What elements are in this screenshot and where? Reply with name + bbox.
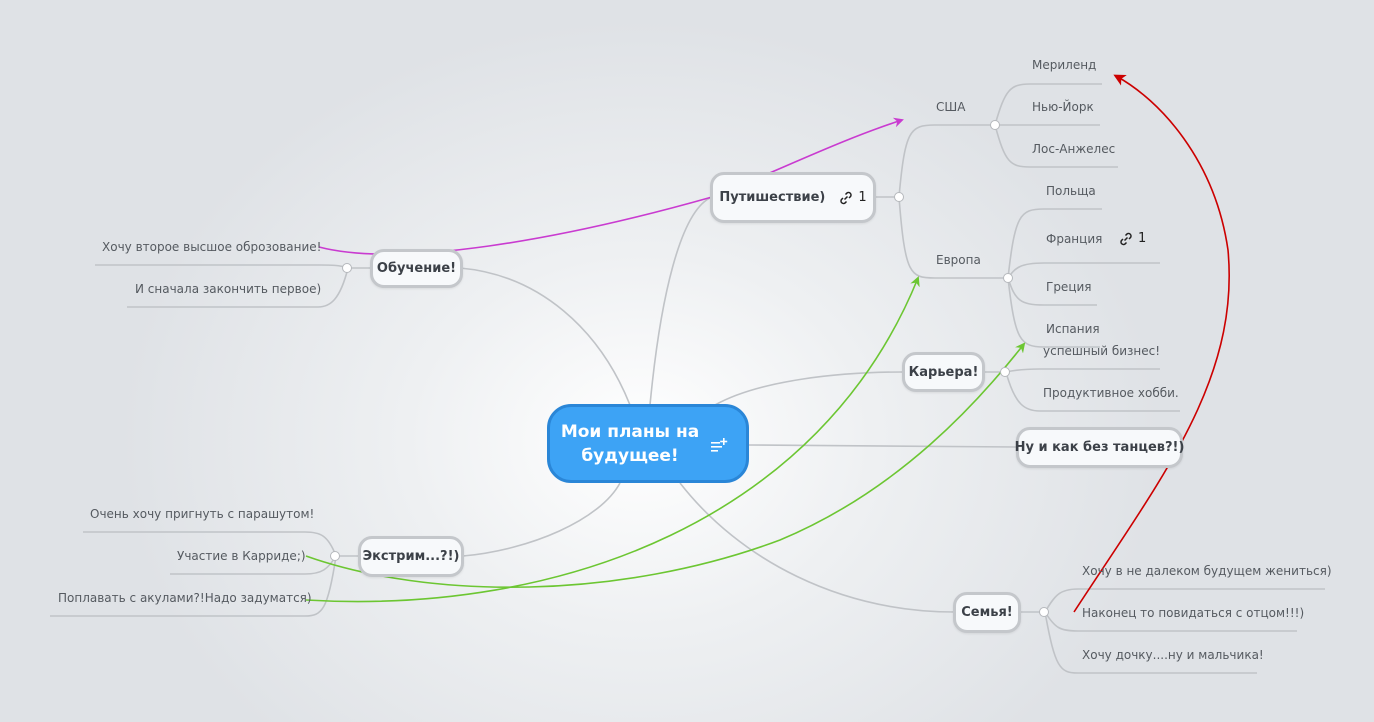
connector-root-travel	[649, 196, 713, 406]
france-link-badge[interactable]: 1	[1119, 231, 1146, 246]
branch-bubble-europe[interactable]	[1003, 273, 1013, 283]
branch-bubble-extreme[interactable]	[330, 551, 340, 561]
family-item-marry[interactable]: Хочу в не далеком будущем жениться)	[1082, 564, 1332, 578]
connector-root-family	[679, 482, 956, 613]
career-item-hobby[interactable]: Продуктивное хобби.	[1043, 386, 1179, 400]
link-icon	[1120, 232, 1132, 245]
europe-item-greece[interactable]: Греция	[1046, 280, 1092, 294]
family-item-children[interactable]: Хочу дочку....ну и мальчика!	[1082, 648, 1264, 662]
topic-extreme[interactable]: Экстрим...?!)	[358, 536, 464, 577]
link-icon	[840, 191, 853, 204]
subtopic-europe[interactable]: Европа	[936, 253, 981, 267]
connector-root-extreme	[462, 482, 621, 557]
relation-extreme-career	[305, 342, 1026, 588]
branch-bubble-study[interactable]	[342, 263, 352, 273]
topic-family-label: Семья!	[961, 605, 1013, 620]
topic-dance-label: Ну и как без танцев?!)	[1014, 440, 1185, 455]
topic-travel-label: Путишествие)	[719, 190, 826, 205]
usa-item-newyork[interactable]: Нью-Йорк	[1032, 100, 1094, 114]
extreme-item-corrida[interactable]: Участие в Карриде;)	[177, 549, 306, 563]
travel-link-badge[interactable]: 1	[839, 190, 867, 205]
branch-bubble-career[interactable]	[1000, 367, 1010, 377]
career-item-business[interactable]: успешный бизнес!	[1043, 344, 1161, 358]
connector-root-study	[459, 267, 631, 406]
france-link-count: 1	[1138, 231, 1147, 246]
topic-study-label: Обучение!	[376, 261, 457, 276]
usa-item-maryland[interactable]: Мериленд	[1032, 58, 1097, 72]
travel-link-count: 1	[858, 190, 867, 205]
extreme-item-sharks[interactable]: Поплавать с акулами?!Надо задуматся)	[58, 591, 312, 605]
relation-extreme-europe	[305, 276, 920, 603]
branch-bubble-travel[interactable]	[894, 192, 904, 202]
branch-bubble-family[interactable]	[1039, 607, 1049, 617]
topic-study[interactable]: Обучение!	[370, 249, 463, 288]
note-icon[interactable]	[710, 437, 728, 455]
root-topic-title: Мои планы на будущее!	[560, 421, 700, 466]
topic-family[interactable]: Семья!	[953, 592, 1021, 633]
study-item-second-degree[interactable]: Хочу второе высшое оброзование!	[102, 240, 322, 254]
extreme-item-parachute[interactable]: Очень хочу пригнуть с парашутом!	[90, 507, 315, 521]
topic-extreme-label: Экстрим...?!)	[362, 549, 460, 564]
europe-item-poland[interactable]: Польща	[1046, 184, 1096, 198]
europe-item-france[interactable]: Франция	[1046, 232, 1103, 246]
branch-bubble-usa[interactable]	[990, 120, 1000, 130]
connector-root-career	[714, 371, 904, 406]
topic-career-label: Карьера!	[908, 364, 979, 380]
topic-career[interactable]: Карьера!	[902, 352, 985, 392]
relation-family-usa	[1073, 74, 1230, 613]
family-item-father[interactable]: Наконец то повидаться с отцом!!!)	[1082, 606, 1305, 620]
connector-root-dance	[747, 444, 1019, 448]
topic-travel[interactable]: Путишествие) 1	[710, 172, 876, 223]
subtopic-usa[interactable]: США	[936, 100, 966, 114]
root-topic[interactable]: Мои планы на будущее!	[547, 404, 749, 483]
usa-item-losangeles[interactable]: Лос-Анжелес	[1032, 142, 1116, 156]
europe-item-spain[interactable]: Испания	[1046, 322, 1100, 336]
study-item-finish-first[interactable]: И сначала закончить первое)	[135, 282, 322, 296]
topic-dance[interactable]: Ну и как без танцев?!)	[1014, 427, 1185, 468]
